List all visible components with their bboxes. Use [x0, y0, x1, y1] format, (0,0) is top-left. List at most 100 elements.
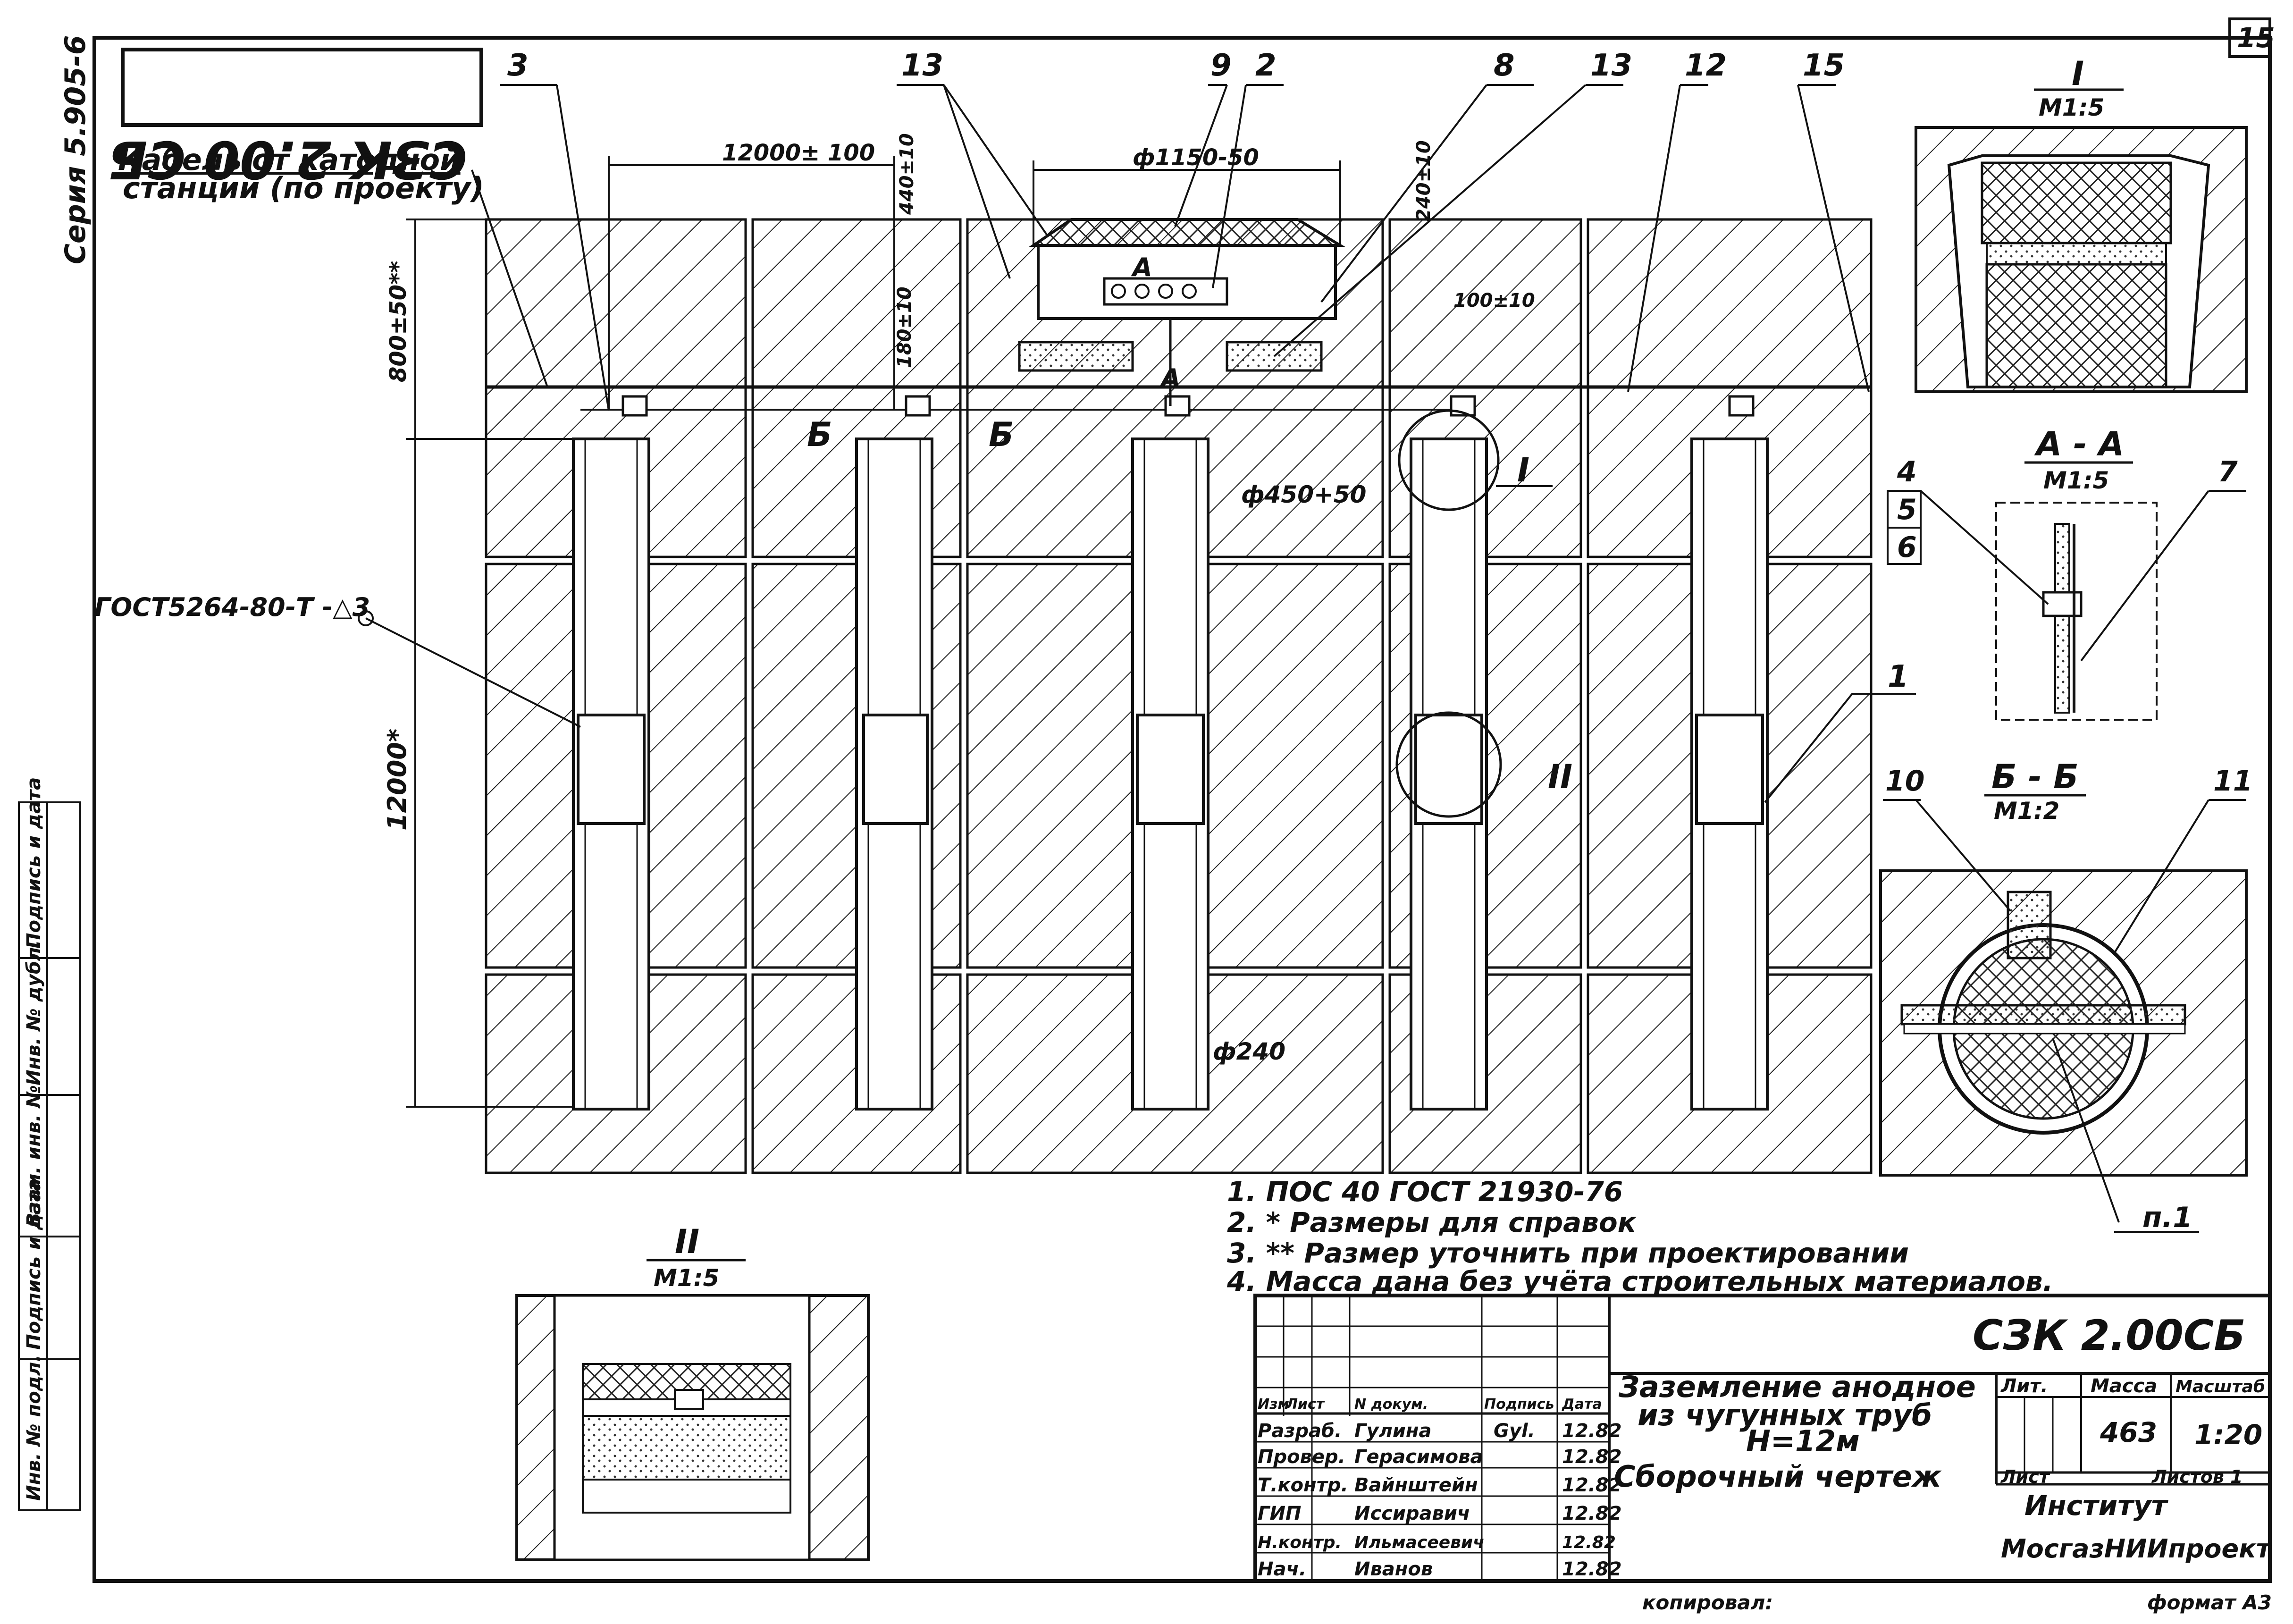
- stamp-org-1: Институт: [2024, 1489, 2169, 1522]
- detail-1-scale: М1:5: [2039, 94, 2104, 121]
- row-date: 12.82: [1562, 1503, 1622, 1524]
- sheet-number: 15: [2237, 22, 2275, 54]
- callout-p1: п.1: [2142, 1201, 2192, 1234]
- row-date: 12.82: [1562, 1533, 1616, 1552]
- aa-title: А - А: [2034, 425, 2124, 463]
- stamp-scale: 1:20: [2194, 1419, 2262, 1451]
- anode-pipes: [572, 395, 1769, 1111]
- note-1: 1. ПОС 40 ГОСТ 21930-76: [1227, 1176, 1623, 1208]
- detail-2-view: II М1:5: [515, 1222, 870, 1561]
- anode-pipe: [1410, 395, 1488, 1111]
- row-role: Изм: [1258, 1396, 1289, 1413]
- row-date: Дата: [1562, 1396, 1602, 1413]
- detail-1-marker: I: [1517, 451, 1529, 489]
- mirrored-code: СЗК 2.00 СБ: [108, 129, 467, 190]
- callout-12: 12: [1685, 48, 1727, 83]
- section-b-right: Б: [989, 415, 1014, 454]
- dim-450: ф450+50: [1241, 481, 1366, 508]
- section-b-left: Б: [807, 415, 832, 454]
- note-2: 2. * Размеры для справок: [1227, 1206, 1637, 1238]
- sheet-frame: [92, 36, 2272, 1583]
- callout-13: 13: [901, 48, 943, 83]
- section-bb-view: Б - Б М1:2 10 11 п.1: [1879, 757, 2253, 1234]
- detail-circle-2: [1395, 711, 1502, 818]
- stamp-sheet-label: Лист: [2000, 1466, 2050, 1487]
- dimension-lines: [406, 156, 1341, 1108]
- dim-pipe-depth: 12000*: [382, 729, 412, 831]
- stamp-rows: Изм Лист N докум. Подпись Дата Разраб. Г…: [1258, 1396, 1622, 1580]
- dim-440: 440±10: [896, 133, 918, 215]
- stamp-org-2: МосгазНИИпроект: [2001, 1534, 2272, 1564]
- series-label: Серия 5.905-6: [59, 35, 92, 264]
- dim-top-depth: 800±50**: [385, 261, 412, 382]
- anode-pipe: [855, 395, 933, 1111]
- callout-5: 5: [1897, 493, 1917, 526]
- callout-13b: 13: [1590, 48, 1632, 83]
- note-3: 3. ** Размер уточнить при проектировании: [1227, 1237, 1909, 1269]
- bb-scale: М1:2: [1994, 797, 2059, 825]
- title-block: [1253, 1294, 2272, 1583]
- tracing-label: копировал:: [1642, 1591, 1773, 1614]
- callout-4: 4: [1897, 455, 1917, 488]
- callout-10: 10: [1885, 765, 1925, 798]
- mirrored-code-box: [121, 48, 483, 127]
- detail-1-view: I М1:5: [1915, 54, 2248, 393]
- side-signature-strip: Подпись и дата Инв. № дубл. Взам. инв. №…: [18, 777, 81, 1511]
- row-role: Провер.: [1258, 1446, 1345, 1468]
- row-name: Иванов: [1354, 1558, 1433, 1580]
- row-date: 12.82: [1562, 1446, 1622, 1468]
- row-name: Ильмасеевич: [1354, 1533, 1485, 1552]
- dim-180: 180±10: [894, 286, 916, 368]
- detail-1-title: I: [2072, 54, 2084, 93]
- row-sign: Подпись: [1484, 1396, 1554, 1413]
- anode-pipe: [1690, 395, 1769, 1111]
- row-role: Разраб.: [1258, 1420, 1342, 1442]
- stamp-doc-type: Сборочный чертеж: [1614, 1459, 1942, 1494]
- row-role: Т.контр.: [1258, 1474, 1348, 1496]
- stamp-doc-code: СЗК 2.00СБ: [1973, 1311, 2245, 1360]
- callout-1: 1: [1888, 659, 1909, 694]
- format-label: формат А3: [2147, 1591, 2272, 1614]
- row-name: N докум.: [1354, 1396, 1428, 1413]
- callout-8: 8: [1494, 48, 1515, 83]
- stamp-mass-header: Масса: [2091, 1375, 2157, 1397]
- note-4: 4. Масса дана без учёта строительных мат…: [1226, 1265, 2053, 1297]
- callout-11: 11: [2213, 765, 2253, 798]
- row-name: Иссиравич: [1354, 1503, 1470, 1524]
- bb-title: Б - Б: [1991, 757, 2079, 796]
- detail-2-scale: М1:5: [654, 1264, 719, 1292]
- callout-6: 6: [1897, 531, 1917, 564]
- anode-pipe: [1131, 395, 1209, 1111]
- stamp-lit-header: Лит.: [2000, 1375, 2048, 1397]
- row-name: Герасимова: [1354, 1446, 1483, 1468]
- sheet-number-box: [2228, 17, 2271, 58]
- callout-7: 7: [2218, 455, 2238, 488]
- detail-circle-1: [1398, 409, 1500, 511]
- weld-note: ГОСТ5264-80-Т -△3: [94, 592, 370, 622]
- side-label: Инв. № дубл.: [23, 940, 45, 1085]
- stamp-title-1: Заземление анодное: [1618, 1370, 1976, 1404]
- notes: 1. ПОС 40 ГОСТ 21930-76 2. * Размеры для…: [1226, 1176, 2053, 1297]
- row-date: 12.82: [1562, 1420, 1622, 1442]
- row-date: 12.82: [1562, 1474, 1622, 1496]
- stamp-title-2: из чугунных труб: [1638, 1398, 1932, 1432]
- row-sign: Gyl.: [1494, 1420, 1535, 1442]
- stamp-mass: 463: [2100, 1416, 2157, 1448]
- row-role: Н.контр.: [1258, 1533, 1342, 1552]
- dim-240-pipe: ф240: [1213, 1038, 1285, 1065]
- cable-note-2: станции (по проекту): [123, 171, 484, 205]
- side-label: Подпись и дата: [23, 1178, 45, 1350]
- dim-cap-diam: ф1150-50: [1133, 144, 1259, 171]
- row-date: 12.82: [1562, 1558, 1622, 1580]
- aa-scale: М1:5: [2043, 467, 2109, 494]
- detail-2-title: II: [675, 1222, 699, 1261]
- stamp-title-3: Н=12м: [1746, 1424, 1860, 1458]
- row-name: Вайнштейн: [1354, 1474, 1478, 1496]
- side-label: Взам. инв. №: [23, 1085, 45, 1227]
- section-aa-view: А - А М1:5 4 5 6 7: [1887, 425, 2246, 721]
- dim-240: 240±10: [1413, 140, 1435, 222]
- callout-15: 15: [1803, 48, 1845, 83]
- detail-2-marker: II: [1548, 757, 1572, 796]
- row-role: ГИП: [1258, 1503, 1301, 1524]
